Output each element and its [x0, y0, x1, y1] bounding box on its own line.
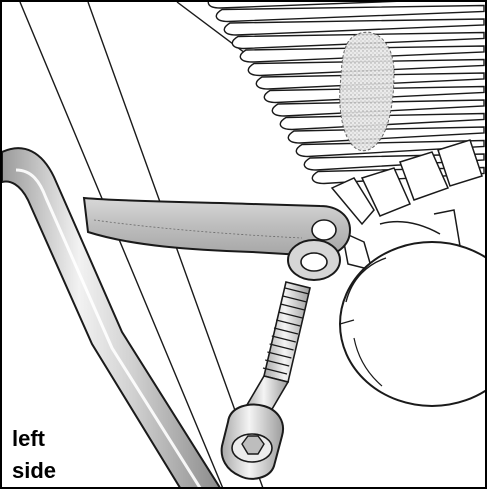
cylinder-base [330, 139, 483, 272]
thread-line [269, 343, 294, 351]
round-housing [339, 241, 485, 407]
frame-tube [2, 147, 221, 487]
socket-head-cap-screw [220, 281, 311, 480]
thread-line [282, 295, 307, 303]
side-label-line1: left [12, 426, 45, 451]
thread-line [265, 359, 290, 367]
fin [287, 126, 485, 144]
thread-line [276, 319, 301, 327]
fin-casting-oval [339, 31, 395, 152]
thread-line [278, 311, 303, 319]
fin [215, 4, 485, 23]
thread-line [284, 287, 310, 295]
thread-line [262, 367, 288, 375]
fin [207, 2, 397, 9]
fin [223, 18, 485, 36]
washer [287, 239, 341, 281]
mounting-bracket [82, 196, 352, 258]
side-label-line2: side [12, 458, 57, 483]
thread-line [273, 327, 299, 335]
thread-line [271, 335, 296, 343]
bolt-threads [262, 287, 310, 375]
thread-line [267, 351, 292, 359]
cylinder-fins [207, 2, 485, 185]
thread-line [280, 303, 305, 311]
